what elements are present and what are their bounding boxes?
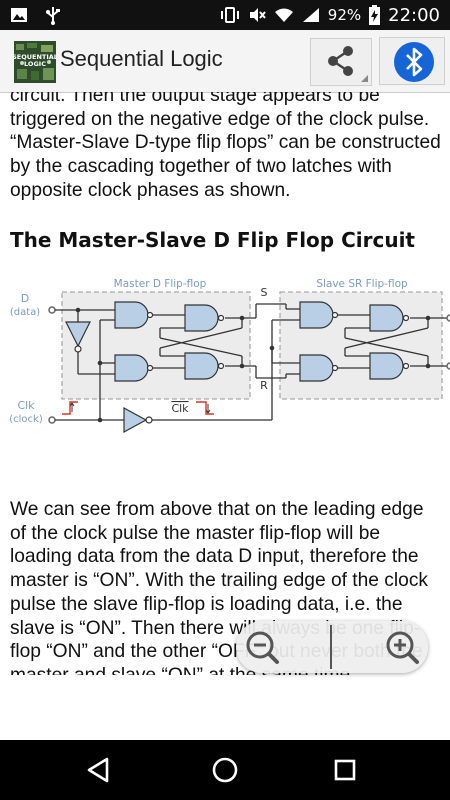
- usb-icon: [46, 7, 60, 25]
- navigation-bar: [0, 740, 450, 800]
- zoom-in-icon: [386, 631, 419, 664]
- recents-icon: [334, 759, 356, 781]
- zoom-out-button[interactable]: [236, 621, 330, 673]
- clk-input-label: Clk: [17, 399, 35, 412]
- d-input-label: D: [21, 292, 29, 305]
- clock-time: 22:00: [388, 4, 440, 26]
- d-input-sublabel: (data): [10, 307, 40, 318]
- wifi-icon: [274, 8, 293, 22]
- mute-icon: [249, 8, 266, 22]
- s-label: S: [261, 286, 268, 299]
- intro-paragraph: circuit. Then the output stage appears t…: [10, 92, 441, 201]
- back-icon: [87, 757, 109, 783]
- master-label: Master D Flip-flop: [114, 278, 207, 290]
- article-content[interactable]: circuit. Then the output stage appears t…: [0, 92, 450, 675]
- action-bar: SEQUENTIAL LOGIC Sequential Logic: [0, 30, 450, 93]
- battery-charging-icon: [369, 5, 381, 25]
- home-button[interactable]: [209, 754, 241, 786]
- share-button[interactable]: [310, 38, 372, 86]
- home-icon: [212, 757, 238, 783]
- zoom-controls: [236, 621, 428, 673]
- zoom-in-button[interactable]: [332, 621, 428, 673]
- vibrate-icon: [220, 7, 239, 23]
- clk-bar-label: Clk: [171, 402, 189, 415]
- recents-button[interactable]: [329, 754, 361, 786]
- svg-text:LOGIC: LOGIC: [24, 60, 46, 68]
- slave-label: Slave SR Flip-flop: [316, 278, 408, 290]
- zoom-out-icon: [246, 631, 279, 664]
- section-heading: The Master-Slave D Flip Flop Circuit: [10, 228, 415, 252]
- signal-icon: [302, 8, 319, 22]
- back-button[interactable]: [83, 754, 115, 786]
- bluetooth-icon: [406, 47, 423, 77]
- share-icon: [328, 46, 353, 76]
- master-slave-diagram: Master D Flip-flop Slave SR Flip-flop D …: [9, 278, 450, 434]
- app-logo: SEQUENTIAL LOGIC: [14, 41, 56, 83]
- bluetooth-button[interactable]: [379, 37, 445, 85]
- battery-percent: 92%: [327, 6, 362, 24]
- page-title: Sequential Logic: [60, 46, 223, 71]
- svg-text:SEQUENTIAL: SEQUENTIAL: [14, 53, 56, 61]
- image-icon: [11, 8, 27, 22]
- r-label: R: [260, 379, 268, 392]
- clk-input-sublabel: (clock): [9, 414, 43, 425]
- status-bar: 92% 22:00: [0, 0, 450, 30]
